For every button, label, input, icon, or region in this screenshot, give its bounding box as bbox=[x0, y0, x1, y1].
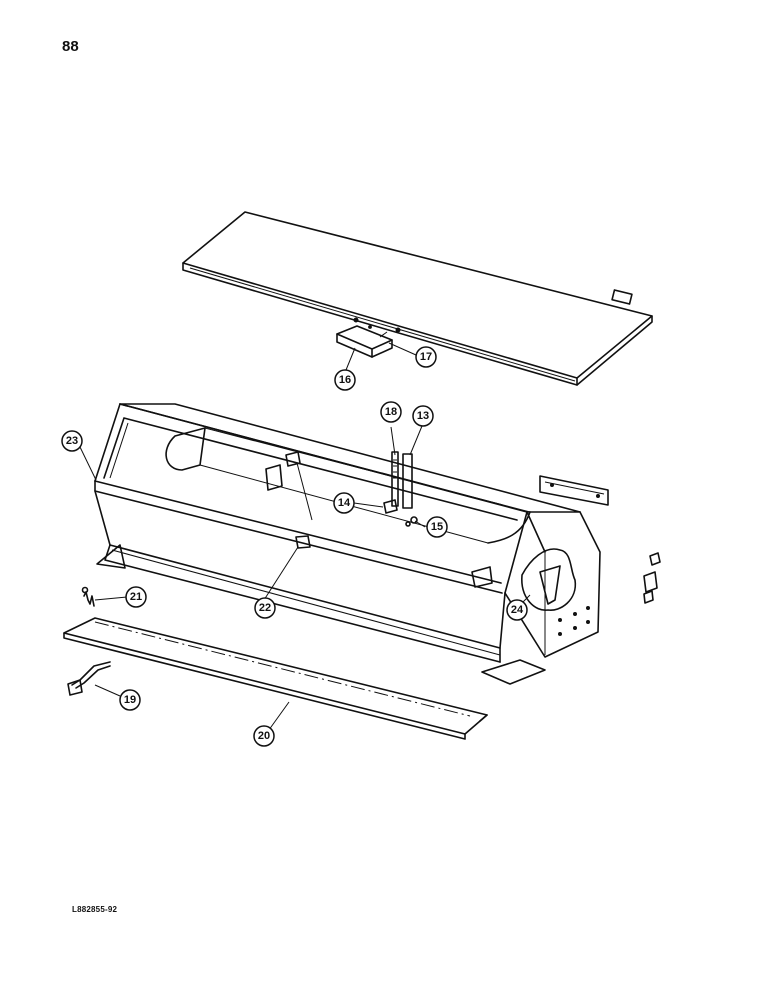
callout-17: 17 bbox=[415, 346, 437, 368]
callout-20: 20 bbox=[253, 725, 275, 747]
drawing-code: L882855-92 bbox=[72, 905, 118, 914]
callout-19: 19 bbox=[119, 689, 141, 711]
svg-text:23: 23 bbox=[66, 435, 78, 447]
svg-text:24: 24 bbox=[511, 604, 524, 616]
svg-text:15: 15 bbox=[431, 521, 443, 533]
callout-21: 21 bbox=[125, 586, 147, 608]
handle bbox=[67, 661, 111, 696]
bottom-panel bbox=[63, 617, 488, 740]
latch-strap bbox=[383, 451, 418, 527]
callout-14: 14 bbox=[333, 492, 355, 514]
callout-23: 23 bbox=[61, 430, 83, 452]
svg-text:16: 16 bbox=[339, 374, 351, 386]
callout-16: 16 bbox=[334, 369, 356, 391]
svg-text:18: 18 bbox=[385, 406, 397, 418]
hopper-lid bbox=[182, 211, 653, 386]
svg-text:22: 22 bbox=[259, 602, 271, 614]
hopper-body bbox=[94, 403, 601, 685]
svg-text:13: 13 bbox=[417, 410, 429, 422]
svg-text:14: 14 bbox=[338, 497, 351, 509]
svg-text:21: 21 bbox=[130, 591, 142, 603]
callout-13: 13 bbox=[412, 405, 434, 427]
callout-22: 22 bbox=[254, 597, 276, 619]
callout-15: 15 bbox=[426, 516, 448, 538]
callout-24: 24 bbox=[506, 599, 528, 621]
page-number: 88 bbox=[62, 38, 79, 55]
leader-lines bbox=[79, 342, 531, 735]
svg-text:20: 20 bbox=[258, 730, 270, 742]
svg-text:19: 19 bbox=[124, 694, 136, 706]
spring bbox=[81, 586, 95, 607]
svg-text:17: 17 bbox=[420, 351, 432, 363]
lid-latch bbox=[336, 325, 393, 358]
callout-18: 18 bbox=[380, 401, 402, 423]
hardware-parts bbox=[643, 552, 661, 604]
end-bracket bbox=[539, 475, 609, 506]
